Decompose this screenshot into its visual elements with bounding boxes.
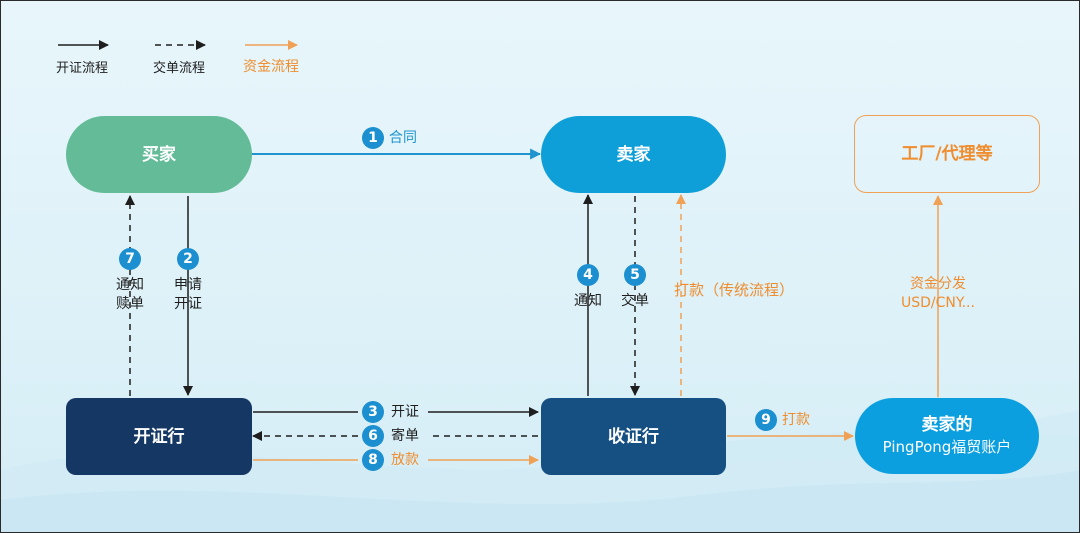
distribution-label: 资金分发 USD/CNY...: [888, 275, 988, 313]
step-4-label: 通知: [574, 293, 602, 309]
legend-issue-flow-label: 开证流程: [56, 61, 109, 76]
step-8-label: 放款: [391, 452, 419, 468]
step-6-badge: 6: [362, 425, 384, 447]
background-wave: [0, 470, 1080, 533]
step-1-badge: 1: [362, 127, 384, 149]
step-7-line2: 赎单: [116, 296, 144, 312]
step-9-badge: 9: [755, 409, 777, 431]
step-7-line1: 通知: [116, 277, 144, 293]
pingpong-line1: 卖家的: [921, 415, 973, 435]
distribution-line1: 资金分发: [910, 276, 966, 292]
legend-docs-flow-label: 交单流程: [153, 61, 206, 76]
step-2-line2: 开证: [174, 296, 202, 312]
step-2-label: 申请 开证: [168, 276, 208, 314]
step-3-label: 开证: [391, 404, 419, 420]
factory-node: 工厂/代理等: [854, 115, 1040, 193]
seller-node: 卖家: [541, 116, 726, 193]
step-6-label: 寄单: [391, 428, 419, 444]
distribution-line2: USD/CNY...: [901, 295, 975, 311]
issuing-bank-node: 开证行: [66, 398, 252, 475]
step-3-badge: 3: [362, 401, 384, 423]
step-2-line1: 申请: [174, 277, 202, 293]
step-5-badge: 5: [624, 264, 646, 286]
step-7-label: 通知 赎单: [110, 276, 150, 314]
step-2-badge: 2: [177, 248, 199, 270]
collecting-bank-node: 收证行: [541, 398, 726, 475]
step-5-label: 交单: [621, 293, 649, 309]
step-7-badge: 7: [119, 248, 141, 270]
step-8-badge: 8: [362, 449, 384, 471]
step-1-label: 合同: [389, 130, 417, 146]
step-9-label: 打款: [782, 412, 810, 428]
pingpong-line2: PingPong福贸账户: [882, 438, 1012, 456]
buyer-node: 买家: [66, 116, 252, 193]
step-4-badge: 4: [577, 264, 599, 286]
legend-funds-flow-label: 资金流程: [243, 59, 299, 75]
pingpong-account-node: 卖家的 PingPong福贸账户: [855, 398, 1039, 474]
traditional-transfer-label: 打款（传统流程）: [674, 281, 795, 299]
